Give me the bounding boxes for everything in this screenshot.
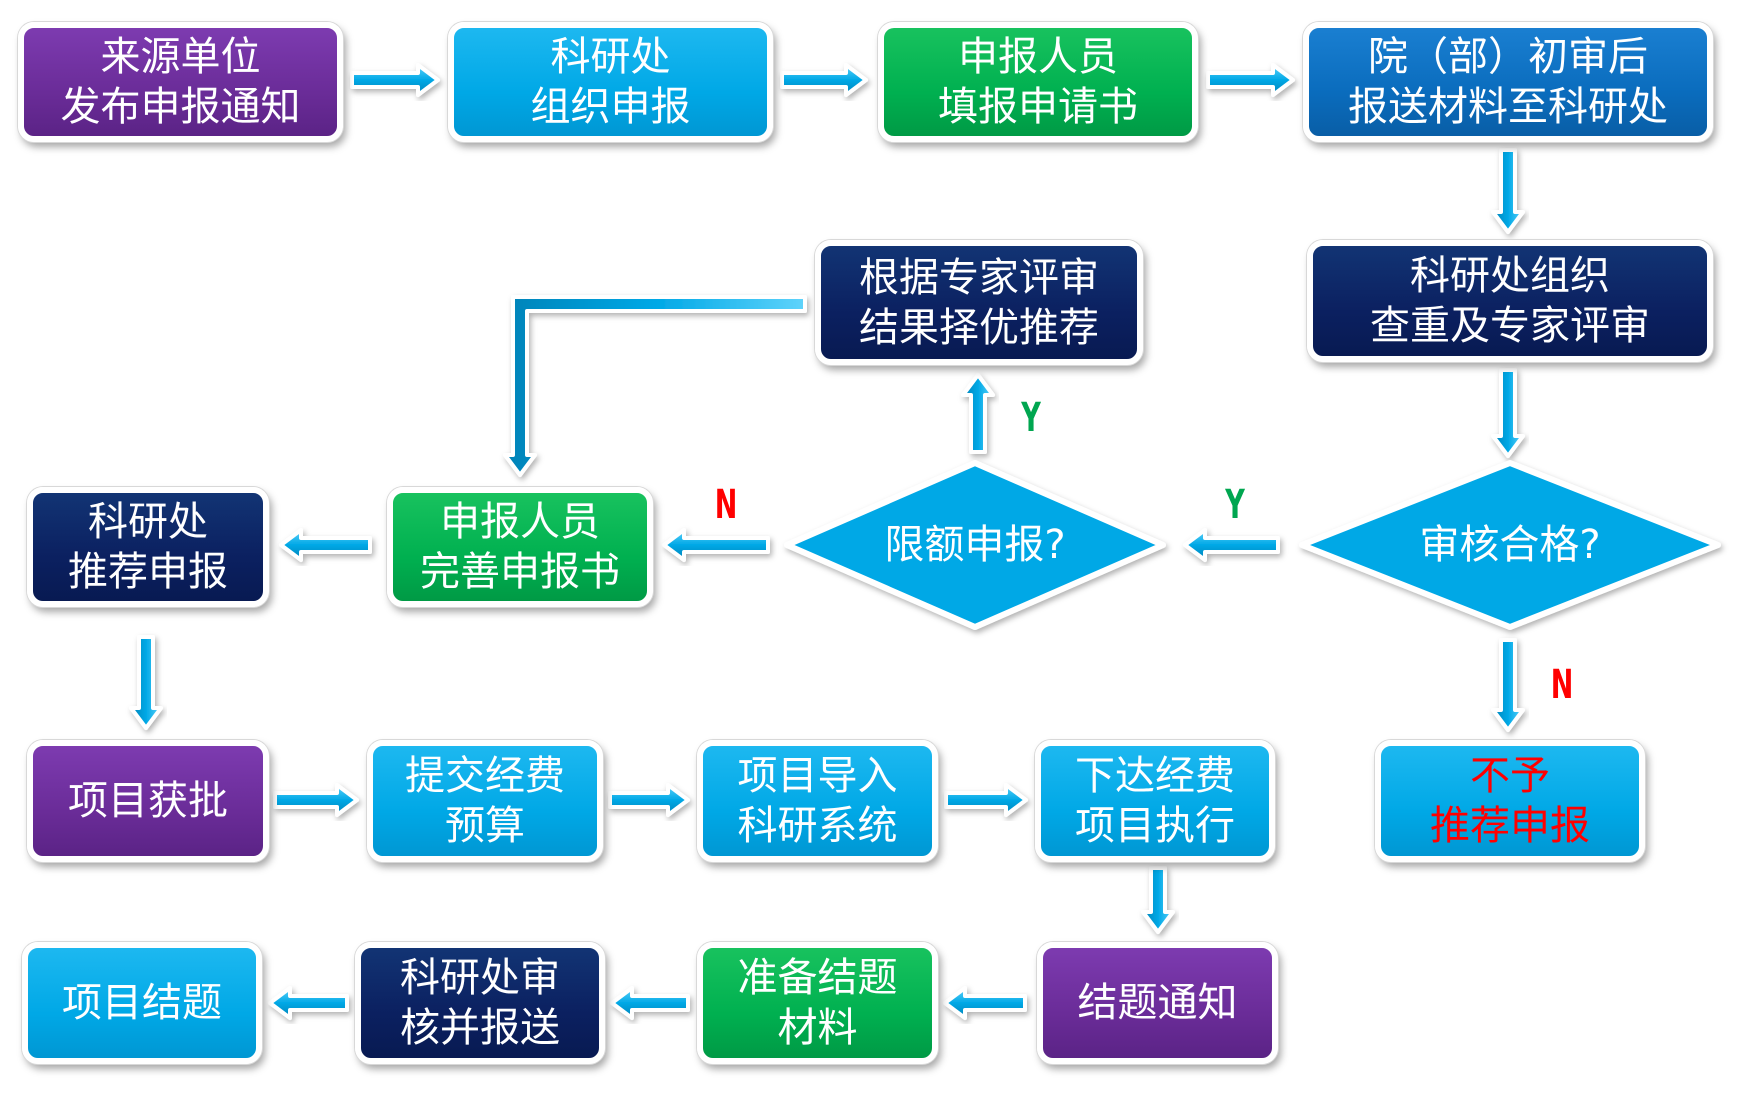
node-text: 不予 [1470, 753, 1550, 799]
arrow-fill-to-dept [1206, 63, 1295, 97]
node-not-recommended: 不予 推荐申报 [1375, 740, 1645, 862]
node-text: 来源单位 [100, 34, 261, 80]
node-text: 填报申请书 [938, 84, 1138, 130]
arrow-quota-to-select-best [961, 373, 995, 454]
node-publish-notice: 来源单位 发布申报通知 [18, 22, 343, 142]
arrow-prepare-to-review [610, 986, 690, 1020]
label-quota-no: N [714, 482, 738, 528]
arrow-organize-to-fill [780, 63, 868, 97]
arrow-approved-to-budget [273, 783, 359, 817]
node-text: 组织申报 [530, 84, 691, 130]
arrow-budget-to-import [608, 783, 690, 817]
node-text: 核并报送 [400, 1005, 560, 1051]
node-text: 完善申报书 [420, 549, 620, 595]
arrow-notice-to-prepare [943, 986, 1027, 1020]
node-text: 材料 [777, 1005, 858, 1051]
node-text: 申报人员 [958, 34, 1118, 80]
node-dept-review: 院（部）初审后 报送材料至科研处 [1303, 22, 1713, 142]
arrow-recommend-to-approved [129, 635, 163, 730]
diamond-review-passed [1299, 460, 1721, 630]
diamond-quota-text: 限额申报? [884, 522, 1066, 568]
node-text: 结题通知 [1077, 980, 1238, 1026]
arrow-dept-to-expert [1491, 148, 1525, 234]
node-text: 下达经费 [1075, 753, 1235, 799]
node-organize-application: 科研处 组织申报 [448, 22, 773, 142]
arrow-review-to-closed [268, 986, 349, 1020]
arrow-select-best-to-improve [503, 295, 807, 477]
node-text: 申报人员 [440, 499, 600, 545]
label-quota-yes: Y [1021, 395, 1041, 441]
arrow-review-to-not-recommended [1491, 638, 1525, 732]
node-review-submit: 科研处审 核并报送 [355, 942, 605, 1064]
node-select-best: 根据专家评审 结果择优推荐 [815, 240, 1143, 365]
node-text: 准备结题 [737, 955, 898, 1001]
arrow-quota-to-improve [662, 528, 770, 562]
node-text: 院（部）初审后 [1368, 34, 1648, 80]
arrow-improve-to-recommend [279, 528, 372, 562]
node-expert-review: 科研处组织 查重及专家评审 [1307, 240, 1713, 362]
node-project-closed: 项目结题 [22, 942, 262, 1064]
node-closing-notice: 结题通知 [1037, 942, 1278, 1064]
node-text: 预算 [445, 803, 525, 849]
arrow-review-to-quota [1183, 528, 1280, 562]
node-text: 项目执行 [1075, 803, 1235, 849]
node-text: 项目获批 [68, 778, 228, 824]
node-prepare-closing: 准备结题 材料 [697, 942, 938, 1064]
node-project-approved: 项目获批 [27, 740, 269, 862]
node-text: 推荐申报 [1430, 803, 1590, 849]
node-text: 推荐申报 [68, 549, 228, 595]
diamond-review-text: 审核合格? [1419, 522, 1601, 568]
node-issue-funds: 下达经费 项目执行 [1035, 740, 1275, 862]
arrow-import-to-issue [944, 783, 1028, 817]
node-text: 科研处 [88, 499, 208, 545]
node-text: 项目导入 [737, 753, 898, 799]
node-text: 发布申报通知 [60, 84, 301, 130]
node-text: 根据专家评审 [859, 254, 1099, 301]
label-review-yes: Y [1225, 482, 1245, 528]
node-text: 提交经费 [405, 753, 565, 799]
arrow-publish-to-organize [350, 63, 440, 97]
node-text: 查重及专家评审 [1370, 303, 1650, 349]
label-review-no: N [1550, 662, 1574, 708]
node-text: 科研处 [550, 34, 671, 80]
arrow-expert-to-review [1491, 368, 1525, 458]
node-text: 科研处审 [400, 955, 560, 1001]
diamond-quota-limited [784, 460, 1166, 630]
node-recommend-application: 科研处 推荐申报 [27, 487, 269, 607]
node-text: 报送材料至科研处 [1348, 84, 1668, 130]
node-submit-budget: 提交经费 预算 [367, 740, 603, 862]
arrow-issue-to-closing-notice [1141, 866, 1175, 934]
node-text: 科研处组织 [1410, 253, 1610, 299]
node-fill-application: 申报人员 填报申请书 [878, 22, 1198, 142]
node-text: 结果择优推荐 [859, 304, 1099, 351]
node-text: 项目结题 [62, 980, 222, 1026]
node-text: 科研系统 [737, 803, 898, 849]
node-import-system: 项目导入 科研系统 [697, 740, 938, 862]
node-improve-application: 申报人员 完善申报书 [387, 487, 653, 607]
